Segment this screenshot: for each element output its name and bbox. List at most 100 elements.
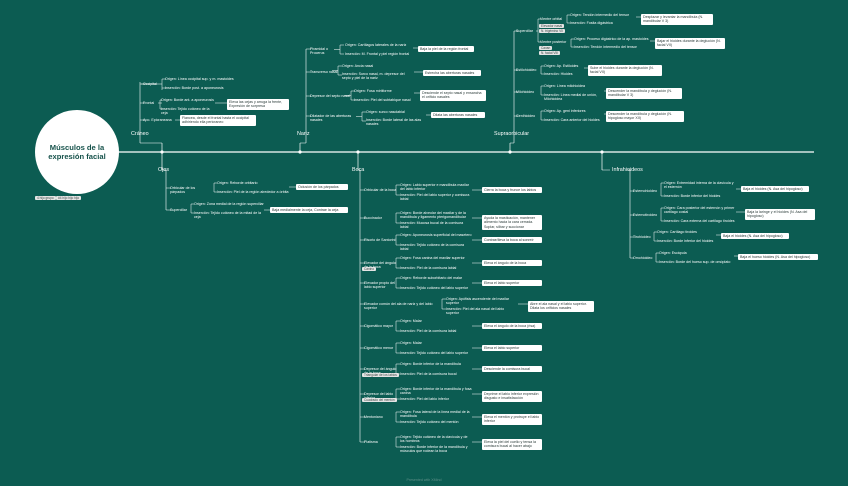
- detail-line: Inserción: Piel del labio superior y com…: [400, 193, 470, 202]
- topic-boca-muscle[interactable]: Orbicular de la boca: [364, 188, 397, 192]
- detail-line: Origen: Borde alveolar del maxilar y de …: [400, 211, 466, 220]
- function-note: Baja medialmente la ceja, Contrae la cej…: [270, 207, 348, 214]
- detail-line: Origen: Fosa lateral de la línea medial …: [400, 410, 470, 419]
- topic-omohioideo[interactable]: Omohioideo: [633, 256, 653, 260]
- function-note: Eleva el ángulo de la boca (risa): [482, 323, 542, 330]
- function-note: Contrae/lleva la boca al sonreír: [482, 237, 542, 244]
- tag: N. trigémino VII: [539, 29, 565, 33]
- detail-line: Origen: Ap. geni inferiores: [544, 109, 586, 113]
- topic-superciliar[interactable]: Superciliar: [516, 29, 533, 33]
- detail-line: Origen: Apófisis ascendente del maxilar …: [446, 297, 510, 306]
- detail-line: Origen: Malar: [400, 319, 422, 323]
- detail-line: Inserción: Cara externa del cartílago ti…: [664, 219, 735, 223]
- detail-line: Inserción: Línea medial de unión, Milohi…: [544, 93, 597, 102]
- topic-occipital[interactable]: Occipital: [143, 82, 157, 86]
- detail-line: Inserción: Tejido cutáneo de la ceja: [161, 107, 210, 116]
- topic-dilatador-nasal[interactable]: Dilatador de las aberturas nasales: [310, 114, 352, 123]
- topic-boca-muscle[interactable]: Platisma: [364, 440, 378, 444]
- topic-superciliar-ojos[interactable]: Superciliar: [170, 208, 187, 212]
- detail-line: Inserción: Tejido cutáneo del mentón: [400, 420, 459, 424]
- function-note: Baja el hioides (N. Asa del hipogloso): [741, 186, 809, 193]
- detail-line: Inserción: Piel de la comisura labial: [400, 266, 457, 270]
- detail-line: Origen: Cartílago tiroides: [657, 230, 697, 234]
- detail-line: Inserción: Borde post. a aponeurosis: [165, 86, 224, 90]
- detail-line: Inserción: Piel de la región alrededor a…: [217, 190, 289, 194]
- topic-boca-muscle[interactable]: Risorio de Santorini: [364, 238, 396, 242]
- topic-boca-muscle[interactable]: Cigomático mayor: [364, 324, 393, 328]
- function-note: Estrecha las aberturas nasales: [423, 70, 481, 77]
- topic-procerus[interactable]: Piramidal o Procerus: [310, 47, 328, 56]
- detail-line: Origen: Tejido cutáneo de la clavícula y…: [400, 435, 468, 444]
- topic-boca-muscle[interactable]: Mentoniano: [364, 415, 383, 419]
- branch-boca[interactable]: Boca: [352, 167, 365, 173]
- function-note: Desciende el septo nasal y ensancha el o…: [420, 90, 486, 101]
- detail-line: Origen: Borde inferior de la mandíbula: [400, 362, 461, 366]
- function-note: Baja la piel de la región frontal: [418, 46, 474, 53]
- detail-line: Inserción: Cara anterior del hioides: [544, 118, 600, 122]
- detail-line: Origen: Escápula: [659, 251, 687, 255]
- branch-craneo[interactable]: Cráneo: [131, 131, 149, 137]
- branch-infrahioideos[interactable]: Infrahioideos: [612, 167, 643, 173]
- function-note: Sube el hioides durante la deglución (N.…: [588, 65, 662, 76]
- root-title: Músculos de la expresión facial: [48, 143, 106, 161]
- detail-line: Origen: surco nasolabial: [366, 110, 405, 114]
- detail-line: Inserción: Tejido cutáneo de la mitad de…: [194, 211, 262, 220]
- detail-line: Origen: Línea milohioidea: [544, 84, 585, 88]
- topic-genihioideo[interactable]: Genihioideo: [516, 114, 536, 118]
- topic-vientre-orbital[interactable]: Vientre orbital: [540, 17, 563, 21]
- detail-line: Origen: Ap. Estiloides: [544, 64, 579, 68]
- root-topic[interactable]: Músculos de la expresión facial: [35, 110, 119, 194]
- topic-boca-muscle[interactable]: Buccinador: [364, 216, 382, 220]
- detail-line: Origen: Proceso digástrico de la ap. mas…: [574, 37, 649, 41]
- topic-aponeurosis[interactable]: Apo. Epicraneana: [143, 118, 172, 122]
- detail-line: Origen: Ancia nasal: [342, 64, 374, 68]
- function-note: Abre el ala nasal y el labio superior. D…: [528, 301, 594, 312]
- topic-estilohioideo[interactable]: Estilohioideo: [516, 68, 537, 72]
- topic-depresor-septo[interactable]: Depresor del septo nasal: [310, 94, 350, 98]
- tag: Elevador nasal: [539, 24, 565, 28]
- function-note: Cierra la boca y frunce los labios: [482, 187, 542, 194]
- root-tag: 4 hijo grupo: [35, 196, 56, 200]
- detail-line: Origen: Cara posterior del esternón y pr…: [664, 206, 735, 215]
- detail-line: Inserción: M. Frontal y piel región fron…: [345, 52, 410, 56]
- tag: Canino: [362, 267, 377, 271]
- topic-vientre-posterior[interactable]: Vientre posterior: [540, 40, 567, 44]
- topic-milohioideo[interactable]: Milohioideo: [516, 90, 535, 94]
- topic-boca-muscle[interactable]: Elevador común del ala de nariz y del la…: [364, 302, 433, 311]
- topic-boca-muscle[interactable]: Cigomático menor: [364, 346, 394, 350]
- topic-orbicular-parpados[interactable]: Orbicular de los párpados: [170, 186, 196, 195]
- detail-line: Inserción: Piel del subtabique nasal: [354, 98, 411, 102]
- detail-line: Origen: Reborde orbitario: [217, 181, 258, 185]
- function-note: Baja el hioides (N. Asa del hipogloso): [721, 233, 789, 240]
- detail-line: Origen: Fosa canina del maxilar superior: [400, 256, 465, 260]
- branch-ojos[interactable]: Ojos: [158, 167, 170, 173]
- detail-line: Origen: Tendón intermedio del tensor: [570, 13, 630, 17]
- detail-line: Origen: Cartílagos laterales de la nariz: [345, 43, 407, 47]
- function-note: Bajar el hioides durante la deglución (N…: [655, 38, 725, 49]
- topic-boca-muscle[interactable]: Elevador propio del labio superior: [364, 281, 395, 290]
- topic-transverso-nasal[interactable]: Transverso nasal: [310, 70, 338, 74]
- branch-supraorbicular[interactable]: Supraorbicular: [494, 131, 530, 137]
- detail-line: Inserción: Piel del ala nasal del labio …: [446, 307, 505, 316]
- topic-esternohioideo[interactable]: Esternohioideo: [633, 189, 657, 193]
- detail-line: Inserción: Borde lateral de las alas nas…: [366, 118, 422, 127]
- function-note: Flancea, desde el frontal hasta el occip…: [180, 115, 256, 126]
- tag: Cavan: [539, 46, 553, 50]
- tag: Cuadrado del mentón: [362, 398, 397, 402]
- topic-tirohioideo[interactable]: Tirohioideo: [633, 235, 651, 239]
- function-note: Baja la laringe y el hioides (N. Asa del…: [745, 209, 815, 220]
- detail-line: Inserción: Tejido cutáneo del labio supe…: [400, 286, 469, 290]
- detail-line: Origen: Línea occipital sup. y m. mastoi…: [165, 77, 234, 81]
- detail-line: Inserción: Piel de la comisura labial: [400, 329, 457, 333]
- detail-line: Origen: Borde ant. a aponeurosis: [161, 98, 214, 102]
- topic-frontal[interactable]: Frontal: [143, 101, 155, 105]
- detail-line: Inserción: Borde inferior del hioides: [664, 194, 721, 198]
- function-note: Eleva el ángulo de la boca: [482, 260, 542, 267]
- detail-line: Inserción: Tejido cutáneo de la comisura…: [400, 243, 465, 252]
- topic-esternotiroideo[interactable]: Esternotiroideo: [633, 213, 658, 217]
- branch-nariz[interactable]: Nariz: [297, 131, 310, 137]
- tag: N. facial VIII: [539, 51, 561, 55]
- detail-line: Origen: Zona medial de la región superci…: [194, 202, 264, 206]
- detail-line: Inserción: Tendón intermedio del tensor: [574, 45, 637, 49]
